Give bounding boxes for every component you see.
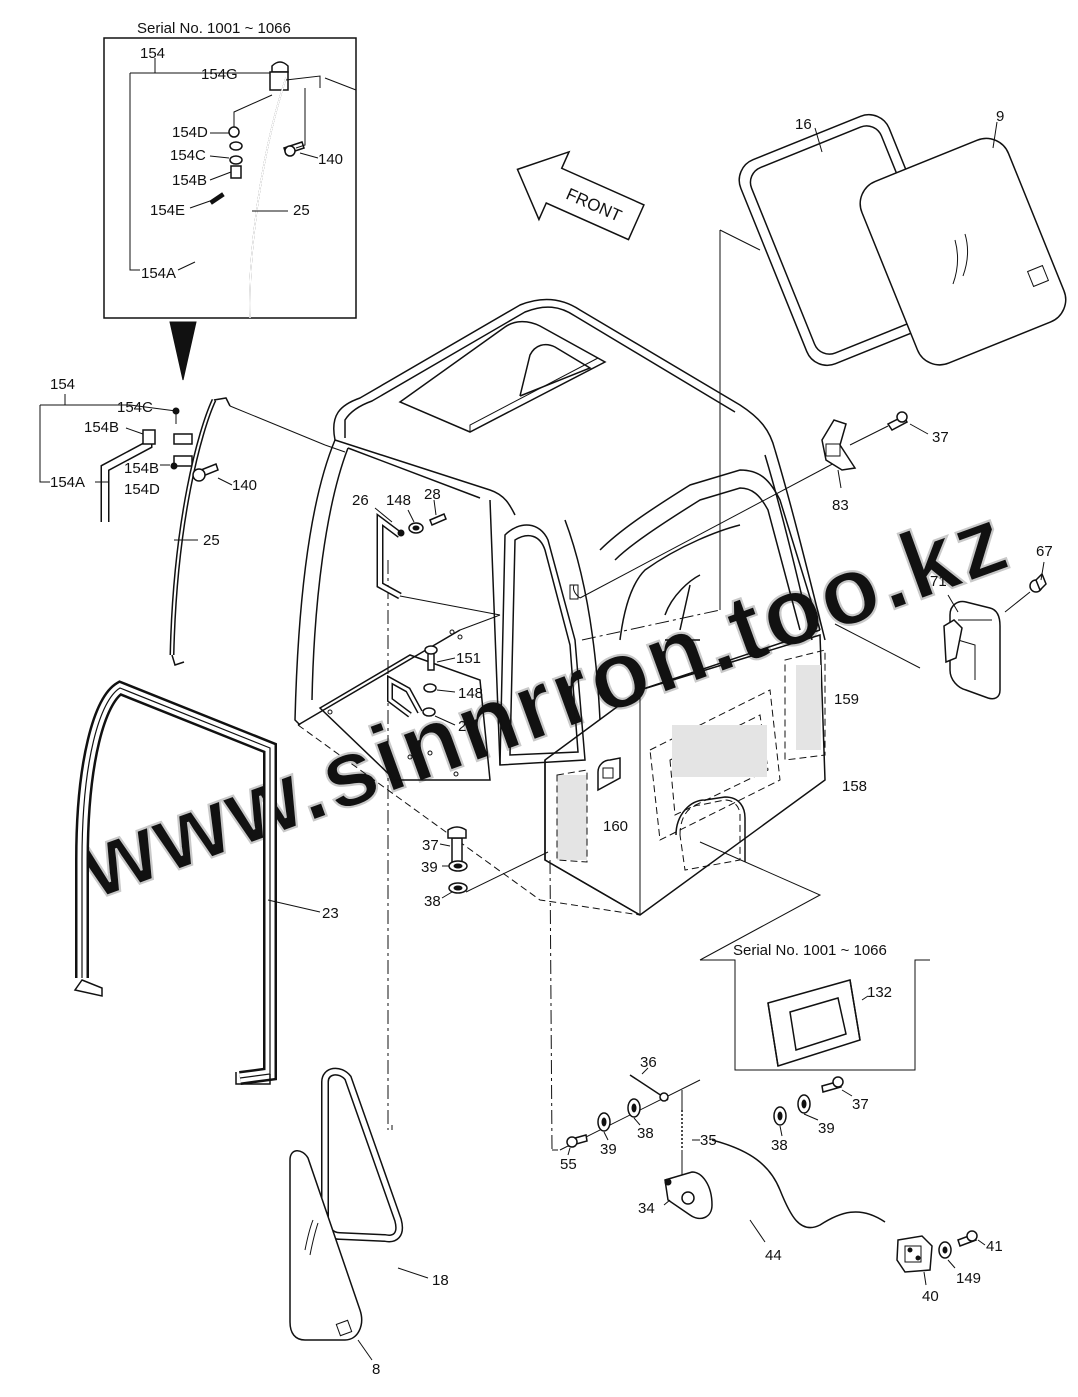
part-label-9: 9 [996,108,1004,125]
part-label-37-top: 37 [932,429,949,446]
mount-bolt-group [439,826,549,899]
part-label-154A: 154A [50,474,85,491]
part-label-34: 34 [638,1200,655,1217]
door-seal-23 [73,680,321,1085]
part-label-154A-inset: 154A [141,265,176,282]
part-label-37-mid: 37 [422,837,439,854]
serial-inset-top: Serial No. 1001 ~ 1066 [103,20,357,319]
part-label-38-bot-r: 38 [771,1137,788,1154]
part-label-16: 16 [795,116,812,133]
part-label-148: 148 [458,685,483,702]
part-label-36: 36 [640,1054,657,1071]
part-label-39-bot-r: 39 [818,1120,835,1137]
inset-pointer-arrow [169,321,197,381]
part-label-154B-inset: 154B [172,172,207,189]
front-direction-arrow: FRONT [516,150,645,241]
quarter-window-glass-8 [289,1150,373,1361]
part-label-154B: 154B [124,460,159,477]
dowel-assembly [39,394,326,666]
part-label-154-inset: 154 [140,45,165,62]
part-label-160: 160 [603,818,628,835]
part-label-38-bot-l: 38 [637,1125,654,1142]
door-striker-71 [943,561,1047,700]
part-label-55: 55 [560,1156,577,1173]
part-label-154B-top: 154B [84,419,119,436]
part-label-83: 83 [832,497,849,514]
serial-title-bottom: Serial No. 1001 ~ 1066 [733,942,887,959]
part-label-39-bot-l: 39 [600,1141,617,1158]
part-label-26: 26 [352,492,369,509]
part-label-35: 35 [700,1132,717,1149]
part-label-149: 149 [956,1270,981,1287]
front-window-glass [859,121,1067,366]
part-label-154D: 154D [124,481,160,498]
part-label-23: 23 [322,905,339,922]
part-label-38-mid: 38 [424,893,441,910]
serial-inset-bottom: Serial No. 1001 ~ 1066 [699,841,930,1071]
part-label-158: 158 [842,778,867,795]
quarter-window-seal-18 [321,1067,429,1279]
part-label-8: 8 [372,1361,380,1378]
part-label-25-inset: 25 [293,202,310,219]
window-leader-line [719,229,761,610]
part-label-71: 71 [930,573,947,590]
part-label-154C: 154C [117,399,153,416]
part-label-154E: 154E [150,202,185,219]
part-label-25: 25 [203,532,220,549]
part-label-27: 27 [458,718,475,735]
part-label-132: 132 [867,984,892,1001]
part-label-40: 40 [922,1288,939,1305]
serial-title-top: Serial No. 1001 ~ 1066 [137,20,291,37]
part-label-67: 67 [1036,543,1053,560]
part-label-44: 44 [765,1247,782,1264]
part-label-39-mid: 39 [421,859,438,876]
part-label-140-inset: 140 [318,151,343,168]
part-label-154C-inset: 154C [170,147,206,164]
part-label-154D-inset: 154D [172,124,208,141]
door-lock-lever-assembly [552,1067,986,1286]
door-latch-83 [821,411,929,489]
part-label-151: 151 [456,650,481,667]
part-label-28: 28 [424,486,441,503]
part-label-41: 41 [986,1238,1003,1255]
assist-grip-upper [374,499,501,616]
part-label-18: 18 [432,1272,449,1289]
part-label-154G: 154G [201,66,238,83]
part-label-37-bot: 37 [852,1096,869,1113]
part-label-154: 154 [50,376,75,393]
part-label-148-top: 148 [386,492,411,509]
assist-grip-lower [387,645,456,726]
part-label-140: 140 [232,477,257,494]
part-label-layer: 154 154G 154D 154C 154B 154E 154A 140 25 154 154C 1… [50,45,1053,1378]
part-label-159: 159 [834,691,859,708]
